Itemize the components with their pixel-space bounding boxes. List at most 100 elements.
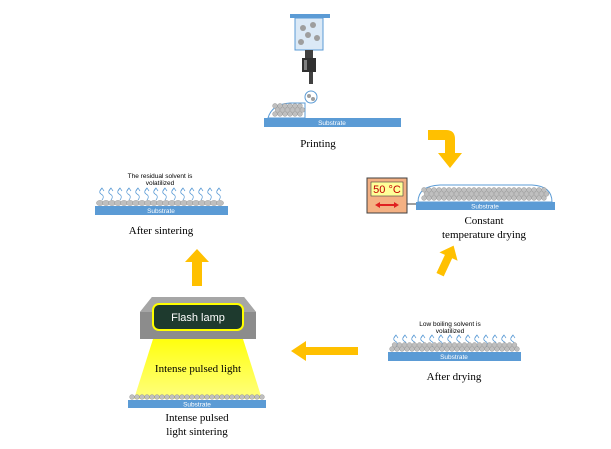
particle (416, 342, 423, 348)
particle (134, 394, 140, 400)
particle (396, 342, 403, 348)
particle (514, 346, 520, 352)
particle (496, 187, 502, 193)
particle (234, 394, 240, 400)
particle (254, 394, 260, 400)
particle (446, 187, 452, 193)
particle (404, 346, 410, 352)
particle (453, 191, 460, 197)
particle (424, 346, 430, 352)
particle (463, 191, 470, 197)
particle (484, 346, 490, 352)
particle (199, 394, 205, 400)
vapor-arrowhead (189, 187, 195, 192)
printing-stage: Substrate Printing (264, 14, 401, 150)
particle (164, 394, 170, 400)
vapor-arrowhead (474, 334, 480, 339)
after-drying-substrate (388, 352, 521, 361)
particle (282, 103, 288, 109)
particle (279, 107, 286, 113)
particle (451, 195, 457, 201)
particle (528, 191, 535, 197)
after-drying-note-line2: volatilized (436, 328, 465, 335)
particle (526, 187, 532, 193)
particle (526, 195, 532, 201)
vapor-arrowhead (99, 187, 105, 192)
particle (481, 342, 488, 348)
particle (531, 195, 537, 201)
intense-pulsed-light-label: Intense pulsed light (155, 363, 241, 375)
particle (496, 195, 502, 201)
particle (292, 103, 298, 109)
particle (461, 187, 467, 193)
particle (204, 394, 210, 400)
particle (154, 394, 160, 400)
vapor-arrows-icon (99, 187, 222, 201)
particle (474, 346, 480, 352)
particle (409, 346, 415, 352)
particle (179, 394, 185, 400)
printing-substrate-label: Substrate (318, 120, 346, 127)
vapor-arrowhead (162, 187, 168, 192)
particle (456, 187, 462, 193)
particle (506, 195, 512, 201)
drying-substrate (416, 202, 555, 210)
particle (224, 394, 230, 400)
vapor-arrowhead (456, 334, 462, 339)
vapor-arrow (108, 187, 113, 201)
particle (488, 191, 495, 197)
vapor-arrowhead (411, 334, 417, 339)
vapor-arrow (126, 187, 131, 201)
arrow-printing-to-drying (428, 130, 462, 168)
particle (471, 187, 477, 193)
vapor-arrow (216, 187, 221, 201)
particle (459, 346, 465, 352)
particle (159, 394, 165, 400)
particle (486, 187, 492, 193)
particle (436, 342, 443, 348)
particle (506, 187, 512, 193)
vapor-arrowhead (465, 334, 471, 339)
temperature-readout: 50 °C (373, 184, 401, 196)
vapor-arrowhead (126, 187, 132, 192)
particle (419, 346, 425, 352)
particle (454, 346, 460, 352)
particle (469, 346, 475, 352)
particle (533, 191, 540, 197)
vapor-arrowhead (144, 187, 150, 192)
after-drying-caption: After drying (427, 371, 482, 383)
particle (149, 394, 155, 400)
drying-stage: 50 °C Substrate Constant temperature dry… (366, 177, 555, 241)
particle (518, 191, 525, 197)
particle (414, 346, 420, 352)
ipl-stage: Flash lamp Intense pulsed light Substrat… (128, 297, 266, 438)
ipl-substrate-label: Substrate (183, 402, 211, 409)
vapor-arrowhead (492, 334, 498, 339)
particle (491, 342, 498, 348)
particle (468, 191, 475, 197)
particle (259, 394, 265, 400)
particle (513, 191, 520, 197)
after-sintering-stage: The residual solvent is volatilized Subs… (95, 173, 228, 237)
particle (511, 342, 518, 348)
particle (476, 342, 483, 348)
particle (428, 191, 435, 197)
after-sintering-substrate-label: Substrate (147, 208, 175, 215)
drying-caption-line1: Constant (464, 215, 503, 227)
particle (466, 342, 473, 348)
vapor-arrowhead (510, 334, 516, 339)
ipl-caption-line2: light sintering (166, 426, 228, 438)
particle (503, 191, 510, 197)
drying-substrate-label: Substrate (471, 204, 499, 211)
vapor-arrowhead (207, 187, 213, 192)
particle (479, 346, 485, 352)
particle (184, 394, 190, 400)
particle (239, 394, 245, 400)
particle (444, 346, 450, 352)
particle (448, 191, 455, 197)
particle (464, 346, 470, 352)
particle (431, 342, 438, 348)
particle (244, 394, 250, 400)
particle (294, 107, 301, 113)
particle (499, 346, 505, 352)
